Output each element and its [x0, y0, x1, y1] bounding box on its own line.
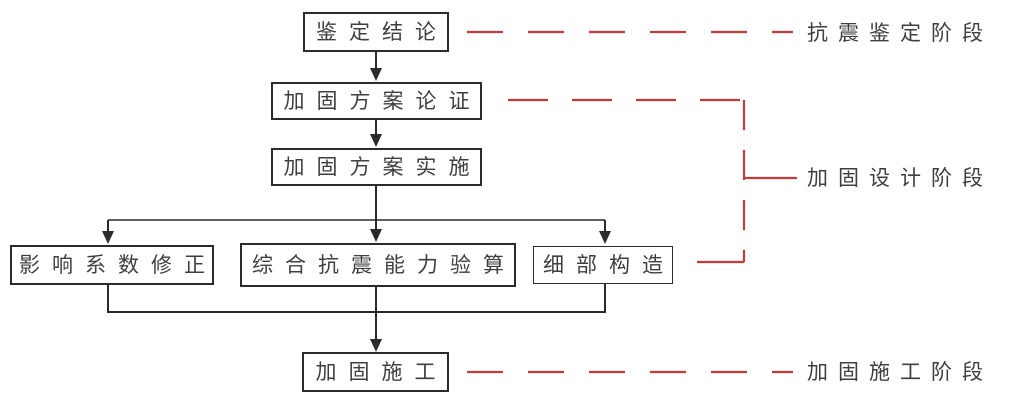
arrow-down-icon: [599, 231, 611, 244]
node-influence-coefficient-correction: 影响系数修正: [10, 245, 214, 285]
node-comprehensive-seismic-capacity-check: 综合抗震能力验算: [240, 243, 516, 287]
flow-connectors: [102, 52, 611, 352]
node-reinforcement-scheme-demonstration: 加固方案论证: [271, 82, 482, 120]
node-detail-construction: 细部构造: [533, 246, 673, 284]
arrow-down-icon: [102, 231, 114, 244]
node-reinforcement-scheme-implementation: 加固方案实施: [271, 148, 482, 186]
node-appraisal-conclusion: 鉴定结论: [303, 12, 449, 52]
arrow-down-icon: [370, 229, 382, 242]
stage-label-reinforcement-construction: 加固施工阶段: [807, 360, 993, 384]
stage-label-seismic-appraisal: 抗震鉴定阶段: [807, 21, 993, 45]
arrow-down-icon: [370, 339, 382, 352]
arrow-down-icon: [370, 68, 382, 81]
node-label: 加固方案实施: [283, 154, 482, 179]
node-label: 加固方案论证: [283, 88, 482, 113]
node-label: 影响系数修正: [19, 252, 217, 277]
node-label: 综合抗震能力验算: [252, 252, 516, 277]
stage-label-reinforcement-design: 加固设计阶段: [807, 166, 993, 190]
node-label: 细部构造: [543, 252, 675, 277]
node-label: 加固施工: [315, 359, 448, 384]
stage-marker-lines: [467, 30, 797, 374]
arrow-down-icon: [370, 134, 382, 147]
node-label: 鉴定结论: [316, 19, 448, 44]
node-reinforcement-construction: 加固施工: [302, 352, 449, 392]
